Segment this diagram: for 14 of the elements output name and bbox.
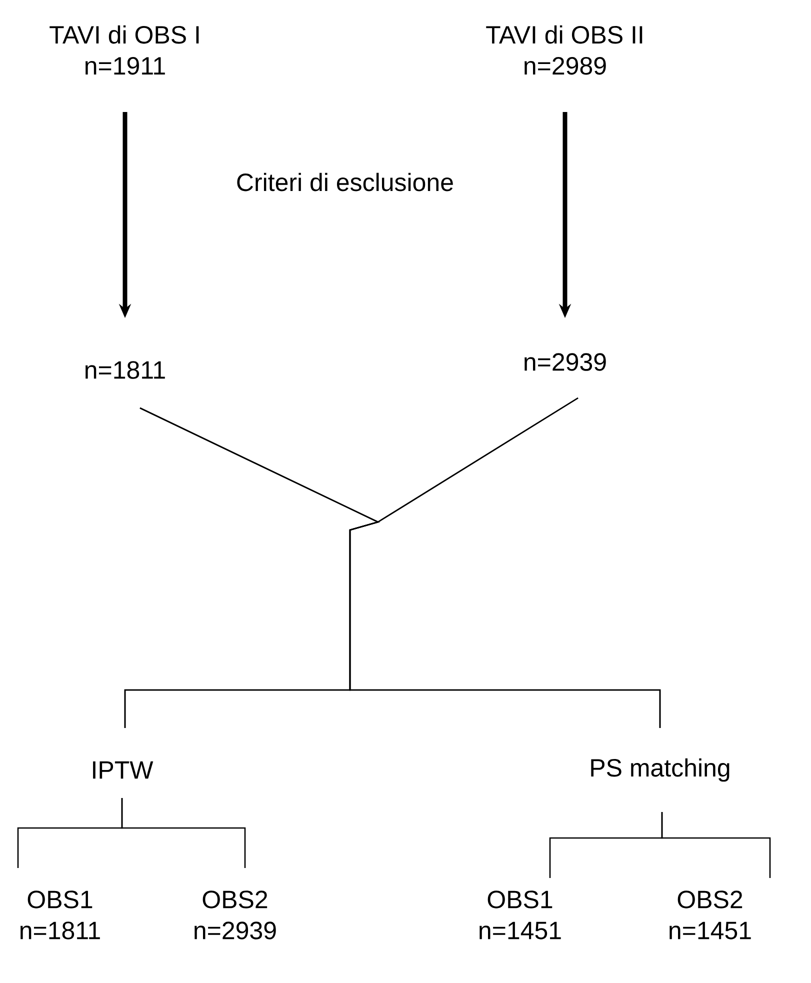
node-text: TAVI di OBS I n=1911 (50, 25, 199, 75)
node-text: OBS2 n=1451 (670, 890, 751, 940)
node-text: OBS1 n=1451 (480, 890, 561, 940)
node-text: IPTW (93, 761, 154, 779)
node-text: OBS1 n=1811 (20, 890, 100, 940)
connector-line (661, 812, 771, 878)
note-text: Criteri di esclusione (237, 172, 453, 192)
node-text: n=2939 (524, 353, 606, 371)
connector-line (121, 798, 246, 868)
node-text: TAVI di OBS II n=2989 (486, 25, 642, 75)
node-text: n=1811 (86, 361, 165, 379)
node-text: PS matching (591, 758, 730, 782)
connector-line (349, 397, 661, 728)
node-text: OBS2 n=2939 (194, 890, 276, 940)
